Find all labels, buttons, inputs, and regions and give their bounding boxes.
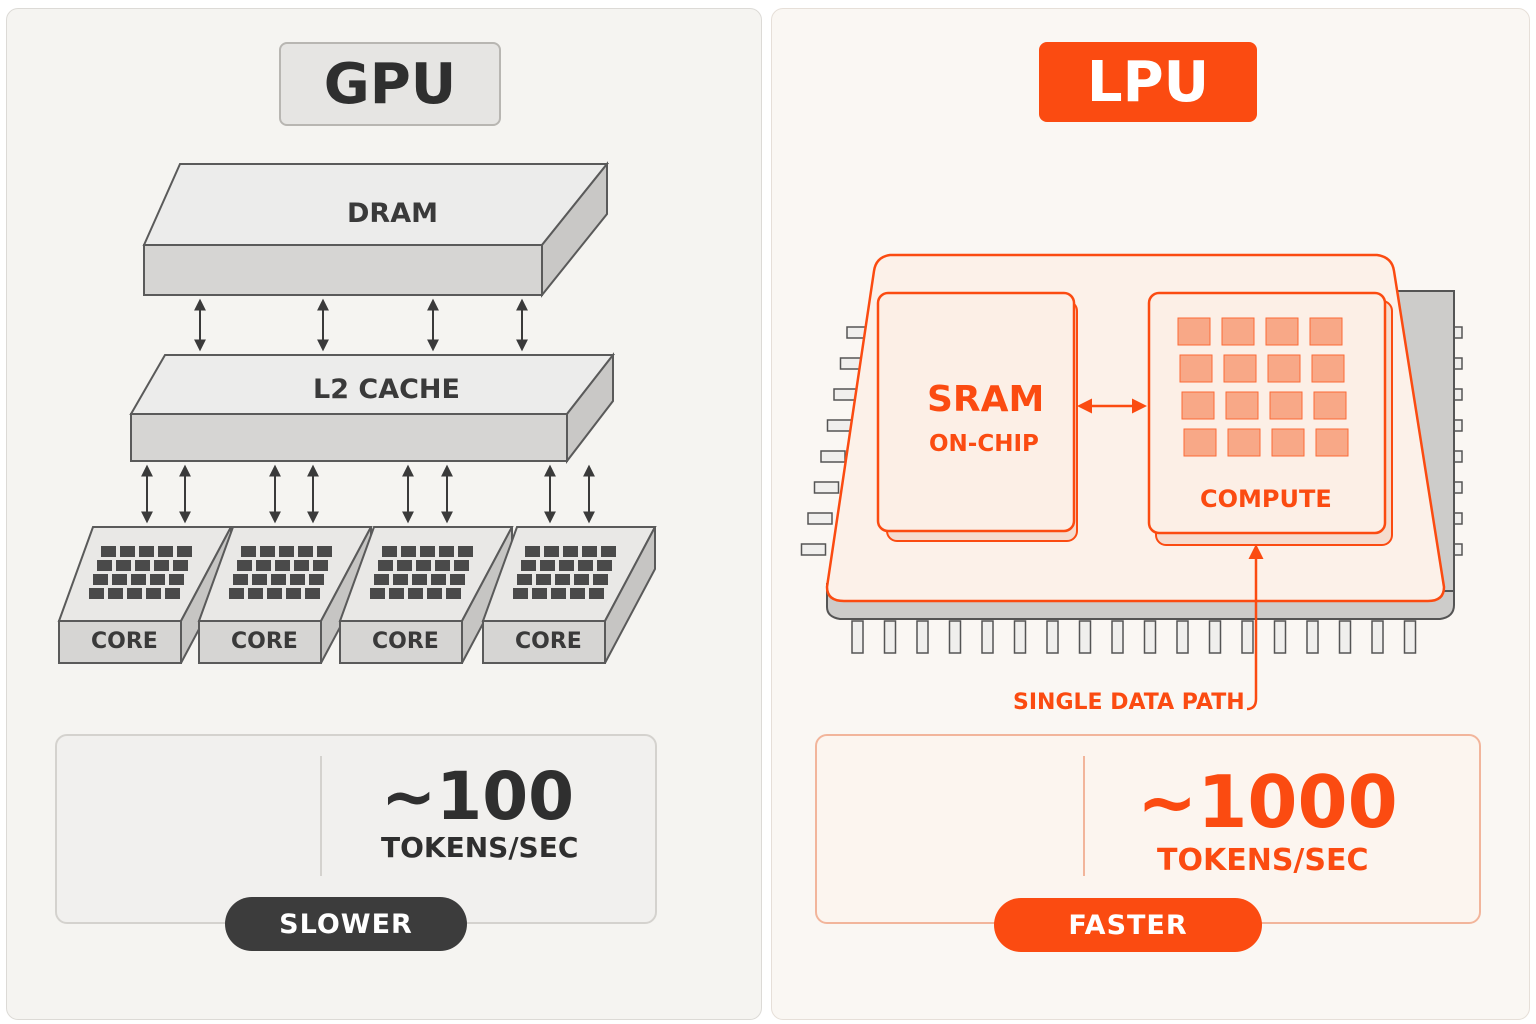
compute-cell [1271,428,1305,457]
lpu-verdict-badge: FASTER [994,898,1262,952]
lpu-panel: LPU SRAM ON-CHIP COMPUTE SINGLE DATA PAT… [771,8,1530,1020]
chip-pin [1143,620,1157,654]
chip-pin [1241,620,1254,654]
compute-cell [1267,354,1301,383]
compute-label: COMPUTE [1200,485,1332,513]
compute-cell [1223,354,1257,383]
data-path-label: SINGLE DATA PATH [1013,690,1245,715]
compute-cell [1183,428,1217,457]
gpu-speed-value: ~100 [381,758,575,835]
chip-pin [1306,620,1319,654]
chip-pin [820,450,846,463]
compute-cell [1269,391,1303,420]
compute-cell [1309,317,1343,346]
chip-pin [948,620,962,654]
compute-cell [1265,317,1299,346]
chip-pin [1176,620,1189,654]
lpu-speed-value: ~1000 [1137,760,1398,844]
lpu-performance-box: ~1000 TOKENS/SEC [815,734,1481,924]
core-label-4: CORE [515,629,582,654]
chip-pin [1338,620,1352,654]
compute-cell [1225,391,1259,420]
compute-cell [1179,354,1213,383]
chip-pin [800,543,827,556]
gpu-core-1 [57,526,233,664]
dram-label: DRAM [347,198,438,229]
compute-cell [1177,317,1211,346]
gpu-architecture-diagram [57,161,657,865]
chip-pin [1078,620,1092,654]
gpu-title: GPU [279,42,501,126]
core-label-1: CORE [91,629,158,654]
compute-cell-grid [1177,317,1349,457]
gpu-performance-box: ~100 TOKENS/SEC [55,734,657,924]
compute-cell [1315,428,1349,457]
chip-pin [916,620,929,654]
compute-cell [1313,391,1347,420]
core-label-2: CORE [231,629,298,654]
compute-cell [1311,354,1345,383]
compute-cell [1221,317,1255,346]
data-path-arrow [1246,544,1264,711]
compute-cell [1181,391,1215,420]
chip-pin [1273,620,1287,654]
l2-cache-block [129,352,616,464]
gpu-verdict-badge: SLOWER [225,897,467,951]
chip-pin [1403,620,1417,654]
chip-pin [813,481,840,494]
gpu-speed-unit: TOKENS/SEC [381,831,579,864]
sram-sublabel: ON-CHIP [929,431,1039,457]
chip-pin [807,512,833,525]
gpu-core-4 [481,526,657,664]
lpu-title: LPU [1039,42,1257,122]
perf-divider [320,756,322,876]
chip-pin [1371,620,1384,654]
gpu-panel: GPU DRAM L2 CACHE CORE CORE CORE CORE ~1… [6,8,762,1020]
chip-pin [851,620,864,654]
compute-cell [1227,428,1261,457]
chip-pin [1111,620,1124,654]
sram-label: SRAM [927,379,1045,420]
dram-cache-arrows [194,298,528,352]
gpu-core-2 [197,526,373,664]
chip-pin [981,620,994,654]
dram-block [142,161,610,298]
chip-pin [1013,620,1027,654]
chip-pin [883,620,897,654]
gpu-core-group [57,526,657,664]
cache-core-arrows [141,464,595,524]
sram-block [876,291,1078,542]
gpu-core-3 [338,526,514,664]
lpu-architecture-diagram [800,253,1463,873]
chip-pin [1208,620,1222,654]
lpu-speed-unit: TOKENS/SEC [1157,843,1369,878]
chip-pin [826,419,853,432]
chip-pin [1046,620,1059,654]
perf-divider [1083,756,1085,876]
core-label-3: CORE [372,629,439,654]
l2-cache-label: L2 CACHE [313,374,460,405]
